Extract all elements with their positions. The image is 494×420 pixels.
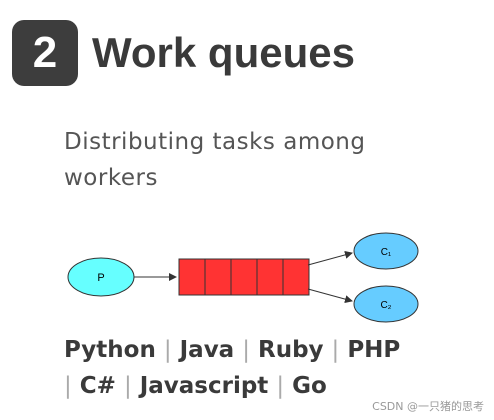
- queue-cell: [230, 258, 258, 296]
- queue-to-consumer-2-arrow: [307, 288, 353, 304]
- separator: |: [331, 337, 340, 363]
- language-link-go[interactable]: Go: [292, 373, 327, 399]
- queue-cell: [256, 258, 284, 296]
- queue-cell: [178, 258, 206, 296]
- separator: |: [276, 373, 285, 399]
- section-number-badge: 2: [12, 20, 78, 86]
- language-link-javascript[interactable]: Javascript: [139, 373, 269, 399]
- consumer-node-1: C₁: [353, 232, 419, 270]
- producer-label: P: [97, 272, 104, 284]
- language-link-java[interactable]: Java: [179, 337, 235, 363]
- producer-node: P: [67, 257, 135, 297]
- watermark: CSDN @一只猪的思考: [372, 400, 484, 413]
- section-description: Distributing tasks among workers: [64, 129, 366, 191]
- separator: |: [163, 337, 172, 363]
- queue-cell: [204, 258, 232, 296]
- language-link-python[interactable]: Python: [64, 337, 156, 363]
- queue-node: [178, 258, 310, 296]
- work-queue-diagram: P C₁ C₂: [67, 232, 419, 323]
- language-link-php[interactable]: PHP: [347, 337, 401, 363]
- language-link-csharp[interactable]: C#: [79, 373, 116, 399]
- separator: |: [64, 373, 72, 399]
- language-links: Python | Java | Ruby | PHP | C# | Javasc…: [64, 332, 484, 404]
- queue-cell: [282, 258, 310, 296]
- consumer-node-2: C₂: [353, 285, 419, 323]
- consumer-label-1: C₁: [381, 247, 392, 258]
- queue-to-consumer-1-arrow: [307, 250, 353, 266]
- consumer-label-2: C₂: [380, 300, 391, 311]
- language-link-ruby[interactable]: Ruby: [257, 337, 324, 363]
- section-title[interactable]: Work queues: [92, 29, 355, 76]
- separator: |: [242, 337, 250, 363]
- section-number: 2: [32, 28, 58, 77]
- separator: |: [123, 373, 132, 399]
